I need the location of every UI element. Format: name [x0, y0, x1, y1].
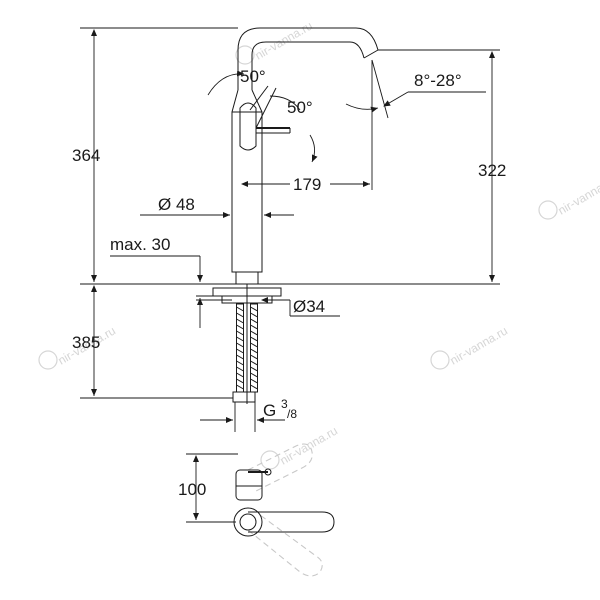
dimension-lever-angle-front: 50° [207, 67, 266, 96]
dimension-height-spout: 322 [378, 49, 506, 282]
hose-braid [250, 336, 258, 342]
hose-braid [236, 360, 244, 366]
hose-braid [236, 318, 244, 324]
watermark-logo-4: nir-vanna.ru [538, 173, 600, 220]
hose-braid [236, 336, 244, 342]
hose-braid [236, 372, 244, 378]
label-height-spout: 322 [478, 161, 506, 180]
label-height-total: 364 [72, 146, 100, 165]
label-lever-angle-side: 50° [287, 98, 313, 117]
hose-braid [236, 342, 244, 348]
hose-braid [250, 372, 258, 378]
label-thread-num: 3 [281, 397, 288, 411]
hose-braid [236, 330, 244, 336]
lever-cartridge [239, 102, 257, 151]
spout-swing-ghost-1 [247, 443, 313, 493]
watermark-text-3: nir-vanna.ru [448, 323, 510, 367]
hose-braid [250, 330, 258, 336]
dimension-height-total: 364 [72, 27, 238, 282]
hose-braid [250, 342, 258, 348]
dimension-hose-length: 385 [72, 285, 233, 399]
top-spout [248, 511, 335, 533]
hose-braid [250, 366, 258, 372]
hose-left [236, 303, 244, 393]
spout-swing-ghost-2 [247, 514, 323, 577]
label-hose-length: 385 [72, 333, 100, 352]
top-body-inner [239, 513, 257, 531]
hose-connector [232, 391, 256, 403]
hose-braid [250, 318, 258, 324]
hose-braid [250, 378, 258, 384]
dimension-spout-angle: 8°-28° [345, 59, 486, 119]
body-base [235, 271, 259, 285]
hose-braid [236, 312, 244, 318]
faucet-body [231, 89, 263, 273]
label-max-counter: max. 30 [110, 235, 170, 254]
label-diameter-thread: Ø34 [293, 297, 325, 316]
label-top-depth: 100 [178, 480, 206, 499]
dimension-thread-size: G 3 /8 [200, 397, 297, 432]
hose-outline [250, 303, 258, 393]
hose-braid [250, 360, 258, 366]
under-counter-assembly [212, 284, 282, 404]
hose-braid [236, 378, 244, 384]
spout-outer [237, 27, 379, 90]
dimension-lever-angle-side: 50° [269, 95, 318, 163]
hose-braid [250, 354, 258, 360]
watermark-logo-5: nir-vanna.ru [260, 423, 340, 470]
watermark-logo-3: nir-vanna.ru [430, 323, 510, 370]
hose-braid [236, 366, 244, 372]
watermark-logo-1: nir-vanna.ru [235, 18, 315, 65]
watermark-text-4: nir-vanna.ru [556, 173, 600, 217]
hose-outline [236, 303, 244, 393]
watermark-text-1: nir-vanna.ru [253, 18, 315, 62]
hose-braid [236, 306, 244, 312]
hose-braid [250, 312, 258, 318]
spout-tip [363, 49, 379, 59]
dimension-top-depth: 100 [178, 453, 238, 523]
dimension-diameter-body: Ø 48 [140, 195, 294, 218]
label-thread-g: G [263, 401, 276, 420]
lever-raised-line-2 [249, 85, 269, 111]
dimension-max-counter: max. 30 [110, 235, 236, 328]
dimension-diameter-thread: Ø34 [196, 297, 340, 317]
hose-right [250, 303, 258, 393]
hose-braid [236, 354, 244, 360]
faucet-side-view [231, 27, 379, 285]
hose-braid [236, 324, 244, 330]
label-thread-den: /8 [287, 407, 297, 421]
label-reach: 179 [293, 175, 321, 194]
lever-raised-line [255, 87, 277, 129]
top-lever-body [235, 469, 263, 501]
hose-braid [236, 384, 244, 390]
hose-braid [250, 324, 258, 330]
hose-braid [250, 348, 258, 354]
label-spout-angle: 8°-28° [414, 71, 462, 90]
label-diameter-body: Ø 48 [158, 195, 195, 214]
watermark-text-5: nir-vanna.ru [278, 423, 340, 467]
hose-braid [250, 306, 258, 312]
label-lever-angle-front: 50° [240, 67, 266, 86]
hose-braid [250, 384, 258, 390]
top-lever-knob [264, 468, 272, 476]
hose-braid [236, 348, 244, 354]
spout-inner [251, 41, 365, 90]
dimension-reach: 179 [241, 60, 373, 194]
